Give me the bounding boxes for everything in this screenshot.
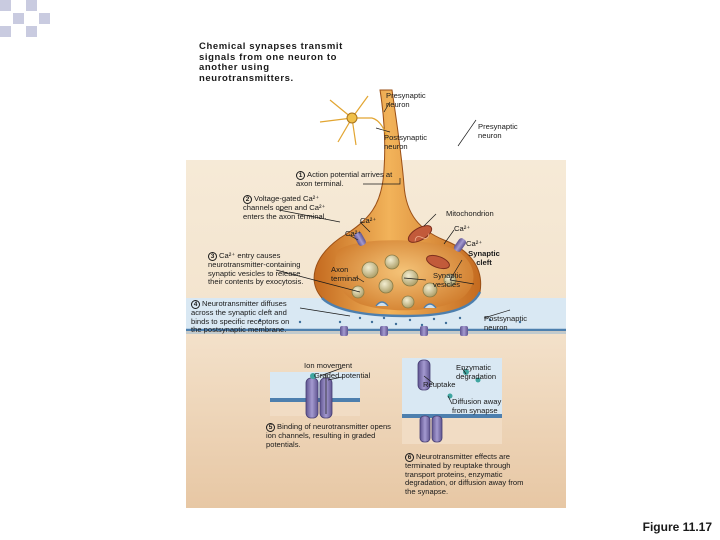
label-ion-movement: Ion movement (304, 361, 353, 370)
postsynaptic-neuron-body (186, 320, 566, 508)
label-enzymatic-degradation: Enzymatic degradation (456, 363, 497, 381)
label-postsynaptic-top: Postsynaptic neuron (384, 133, 428, 151)
corner-decoration (0, 0, 60, 46)
label-ca-2: Ca²⁺ (345, 229, 362, 238)
step-3-text: Ca²⁺ entry causes neurotransmitter-conta… (208, 251, 304, 287)
step-2-text: Voltage-gated Ca²⁺ channels open and Ca²… (243, 194, 327, 221)
step-1-text: Action potential arrives at axon termina… (296, 170, 393, 188)
label-reuptake: Reuptake (423, 380, 456, 389)
label-synaptic-cleft: Synaptic cleft (468, 249, 500, 267)
calcium-channel-left (354, 232, 366, 246)
leader-lines (275, 101, 511, 405)
label-axon-terminal: Axon terminal (331, 265, 359, 283)
step-5-text: Binding of neurotransmitter opens ion ch… (266, 422, 391, 449)
neurotransmitter-molecules (258, 316, 522, 327)
label-ca-3: Ca²⁺ (454, 224, 471, 233)
termination-detail (402, 358, 502, 444)
label-postsynaptic-right: Postsynaptic neuron (484, 314, 528, 332)
presynaptic-membrane (321, 291, 482, 318)
postsynaptic-receptors (340, 326, 468, 336)
figure-title: Chemical synapses transmit signals from … (199, 41, 343, 84)
step-6-text: Neurotransmitter effects are terminated … (405, 452, 524, 496)
step-4-text: Neurotransmitter diffuses across the syn… (191, 299, 290, 335)
label-synaptic-vesicles: Synaptic vesicles (433, 271, 463, 289)
mitochondrion (407, 225, 450, 270)
calcium-channel-right (453, 238, 467, 252)
label-ca-4: Ca²⁺ (466, 239, 483, 248)
synaptic-vesicles (351, 254, 457, 309)
label-mitochondrion: Mitochondrion (446, 209, 494, 218)
figure-number: Figure 11.17 (642, 520, 712, 534)
ion-channel-detail (270, 372, 360, 419)
label-ca-1: Ca²⁺ (360, 216, 377, 225)
label-presynaptic-top: Presynaptic neuron (386, 91, 426, 109)
label-graded-potential: Graded potential (314, 371, 371, 380)
label-presynaptic-right: Presynaptic neuron (478, 122, 518, 140)
label-diffusion: Diffusion away from synapse (452, 397, 502, 415)
